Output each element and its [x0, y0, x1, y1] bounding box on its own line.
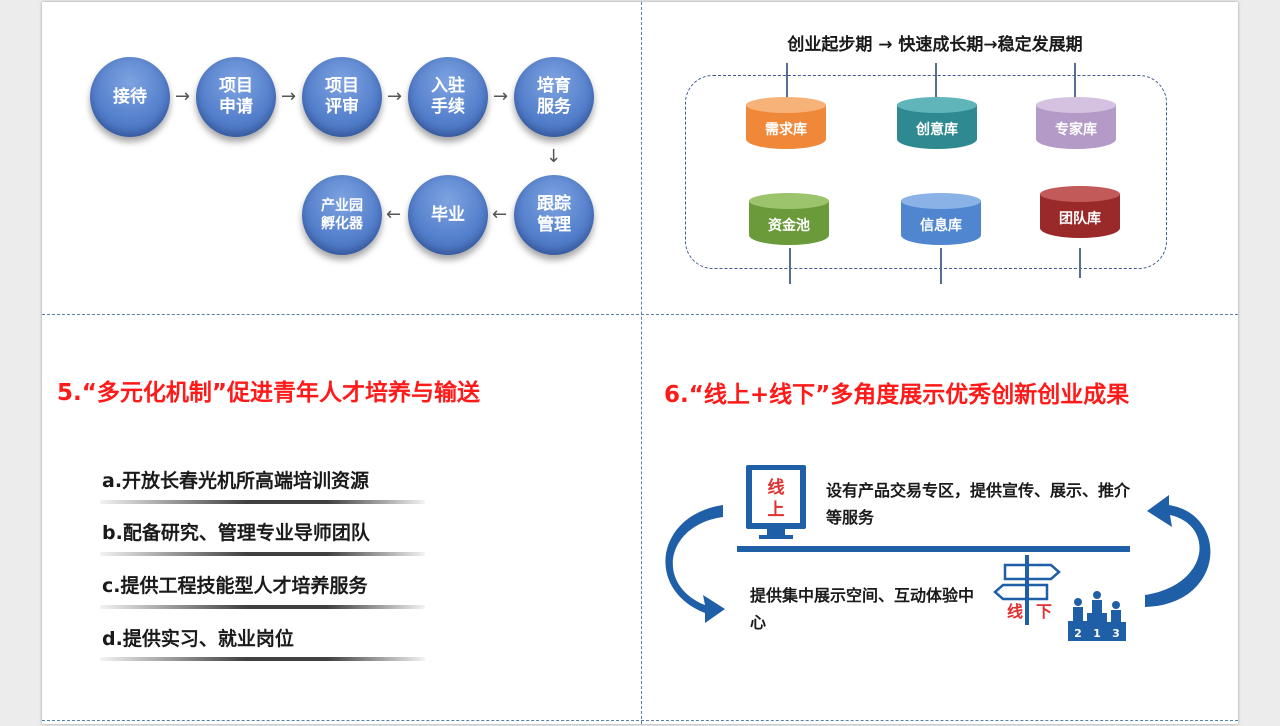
- flow-step-tracking: 跟踪 管理: [514, 175, 594, 255]
- flow-step-application: 项目 申请: [196, 57, 276, 137]
- db-top: [1036, 97, 1116, 113]
- list-item: d.提供实习、就业岗位: [102, 628, 294, 650]
- flow-step-settle-in: 入驻 手续: [408, 57, 488, 137]
- connector-line: [940, 248, 942, 284]
- list-underline: [100, 552, 425, 556]
- podium-rank: 2: [1074, 627, 1082, 640]
- db-top: [746, 97, 826, 113]
- flow-step-reception: 接待: [90, 57, 170, 137]
- db-top: [897, 97, 977, 113]
- connector-line: [1074, 63, 1076, 99]
- offline-label-2: 下: [1036, 602, 1052, 621]
- podium-rank: 3: [1112, 627, 1120, 640]
- horizontal-divider: [42, 314, 1238, 315]
- offline-description: 提供集中展示空间、互动体验中心: [750, 586, 975, 632]
- database-frame: [685, 75, 1167, 269]
- db-label: 需求库: [765, 122, 807, 138]
- flow-arrow: →: [387, 86, 403, 107]
- connector-line: [1079, 248, 1081, 278]
- database-creative: 创意库: [897, 97, 977, 157]
- stage-title: 创业起步期 → 快速成长期→稳定发展期: [787, 35, 1083, 55]
- signpost-icon: [993, 555, 1061, 625]
- podium-rank: 1: [1093, 627, 1101, 640]
- db-label: 信息库: [920, 218, 962, 234]
- database-expert: 专家库: [1036, 97, 1116, 157]
- flow-arrow: ↓: [546, 146, 562, 167]
- db-top: [901, 193, 981, 209]
- db-label: 团队库: [1059, 211, 1101, 227]
- list-underline: [100, 605, 425, 609]
- flow-arrow: →: [281, 86, 297, 107]
- cycle-arrow-right: [1145, 495, 1211, 607]
- connector-line: [789, 248, 791, 284]
- online-offline-diagram: 线 上 线 下 2 1 3: [665, 465, 1211, 641]
- vertical-divider: [641, 2, 642, 724]
- offline-label-1: 线: [1007, 602, 1023, 621]
- list-item: b.配备研究、管理专业导师团队: [102, 522, 370, 544]
- monitor-icon: [746, 465, 806, 539]
- flow-step-graduation: 毕业: [408, 175, 488, 255]
- section6-title: 6.“线上+线下”多角度展示优秀创新创业成果: [664, 382, 1130, 408]
- db-top: [749, 193, 829, 209]
- flow-step-review: 项目 评审: [302, 57, 382, 137]
- section5-title: 5.“多元化机制”促进青年人才培养与输送: [57, 380, 480, 406]
- cycle-arrow-left: [665, 505, 725, 623]
- db-label: 资金池: [768, 218, 810, 234]
- flow-step-cultivation: 培育 服务: [514, 57, 594, 137]
- list-underline: [100, 500, 425, 504]
- list-item: a.开放长春光机所高端培训资源: [102, 470, 370, 492]
- flow-arrow: →: [493, 86, 509, 107]
- flow-step-industrial-park: 产业园 孵化器: [302, 175, 382, 255]
- podium-icon: [1068, 591, 1126, 641]
- list-item: c.提供工程技能型人才培养服务: [102, 575, 368, 597]
- bottom-divider: [42, 720, 1238, 721]
- db-label: 专家库: [1055, 122, 1097, 138]
- database-funds: 资金池: [749, 193, 829, 253]
- db-top: [1040, 186, 1120, 202]
- online-label-2: 上: [768, 500, 785, 520]
- list-underline: [100, 657, 425, 661]
- database-info: 信息库: [901, 193, 981, 253]
- connector-line: [935, 63, 937, 99]
- online-offline-divider: [737, 546, 1130, 552]
- flow-arrow: ←: [386, 204, 402, 225]
- online-label-1: 线: [768, 477, 785, 498]
- db-label: 创意库: [916, 122, 958, 138]
- connector-line: [786, 63, 788, 99]
- database-demand: 需求库: [746, 97, 826, 157]
- flow-arrow: ←: [492, 204, 508, 225]
- online-description: 设有产品交易专区，提供宣传、展示、推介等服务: [826, 481, 1131, 527]
- database-team: 团队库: [1040, 186, 1120, 246]
- flow-arrow: →: [175, 86, 191, 107]
